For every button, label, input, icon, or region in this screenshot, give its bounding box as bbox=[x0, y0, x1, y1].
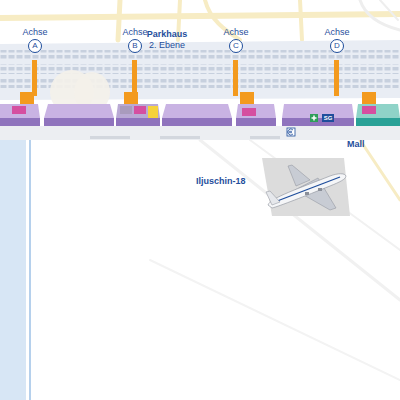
service-badge: SG bbox=[322, 114, 335, 122]
terminal-blocks-part bbox=[12, 106, 26, 114]
aircraft-part bbox=[262, 158, 350, 216]
terminal-blocks-part bbox=[148, 106, 158, 118]
axis-marker: AchseC bbox=[223, 27, 248, 53]
walkway-part bbox=[0, 126, 400, 140]
terminal-blocks-part bbox=[120, 106, 132, 114]
terminal-blocks-part bbox=[236, 118, 276, 126]
roads-part bbox=[380, 0, 398, 20]
terminal-blocks-part bbox=[312, 116, 317, 121]
roads-part bbox=[118, 0, 120, 40]
map-label: Iljuschin-18 bbox=[196, 176, 246, 187]
walkway-part bbox=[287, 128, 295, 136]
terminal-blocks-part bbox=[0, 104, 40, 118]
axis-towers-part bbox=[233, 60, 238, 96]
aircraft-part bbox=[305, 192, 309, 195]
aircraft-part bbox=[266, 191, 280, 205]
terminal-blocks-part bbox=[134, 106, 146, 114]
terminal-blocks-part bbox=[236, 104, 276, 118]
roads-part bbox=[150, 260, 400, 380]
terminal-blocks-part bbox=[242, 108, 256, 116]
axis-marker: AchseA bbox=[22, 27, 47, 53]
roads-part bbox=[0, 14, 400, 18]
terminal-blocks-part bbox=[44, 104, 114, 118]
terminal-blocks-part bbox=[356, 118, 400, 126]
map-label: Parkhaus bbox=[147, 29, 188, 40]
terminal-blocks bbox=[0, 104, 400, 126]
terminal-blocks-part bbox=[162, 104, 232, 118]
roads bbox=[0, 0, 400, 380]
aircraft-part bbox=[318, 188, 322, 191]
axis-heading: Achse bbox=[223, 27, 248, 38]
waterway-part bbox=[29, 140, 31, 400]
axis-heading: Achse bbox=[324, 27, 349, 38]
axis-towers-part bbox=[32, 60, 37, 96]
roads-part bbox=[300, 0, 302, 40]
map-label: Mall bbox=[347, 139, 365, 150]
walkway-part bbox=[90, 136, 130, 139]
terminal-blocks-part bbox=[362, 106, 376, 114]
terminal-blocks-part bbox=[116, 104, 160, 118]
roads-part bbox=[200, 140, 400, 300]
terminal-blocks-part bbox=[44, 118, 114, 126]
walkway bbox=[0, 126, 400, 140]
axis-heading: Achse bbox=[122, 27, 147, 38]
terminal-blocks-part bbox=[310, 114, 318, 122]
axis-marker: AchseB bbox=[122, 27, 147, 53]
terminal-blocks-part bbox=[0, 118, 40, 126]
aircraft bbox=[262, 158, 350, 216]
axis-towers-part bbox=[20, 92, 34, 104]
terminal-blocks-part bbox=[356, 104, 400, 118]
axis-towers bbox=[20, 60, 376, 104]
roads-part bbox=[250, 140, 400, 250]
axis-letter: B bbox=[128, 39, 142, 53]
aircraft-part bbox=[272, 177, 340, 203]
map-label: 2. Ebene bbox=[149, 40, 185, 51]
axis-marker: AchseD bbox=[324, 27, 349, 53]
axis-heading: Achse bbox=[22, 27, 47, 38]
waterway bbox=[0, 140, 30, 400]
axis-letter: A bbox=[28, 39, 42, 53]
walkway-part bbox=[250, 136, 280, 139]
axis-letter: C bbox=[229, 39, 243, 53]
walkway-part bbox=[288, 129, 293, 135]
axis-towers-part bbox=[240, 92, 254, 104]
aircraft-part bbox=[288, 165, 310, 186]
axis-towers-part bbox=[132, 60, 137, 96]
parking-garage-part bbox=[0, 64, 400, 74]
axis-towers-part bbox=[362, 92, 376, 104]
roads-part bbox=[360, 0, 400, 30]
aircraft-part bbox=[268, 174, 346, 208]
walkway-part bbox=[160, 136, 200, 139]
axis-towers-part bbox=[124, 92, 138, 104]
terminal-blocks-part bbox=[116, 118, 160, 126]
roads-part bbox=[360, 140, 400, 200]
axis-towers-part bbox=[334, 60, 339, 96]
waterway-part bbox=[0, 140, 26, 400]
axis-letter: D bbox=[330, 39, 344, 53]
parking-garage bbox=[0, 40, 400, 114]
terminal-blocks-part bbox=[162, 118, 232, 126]
